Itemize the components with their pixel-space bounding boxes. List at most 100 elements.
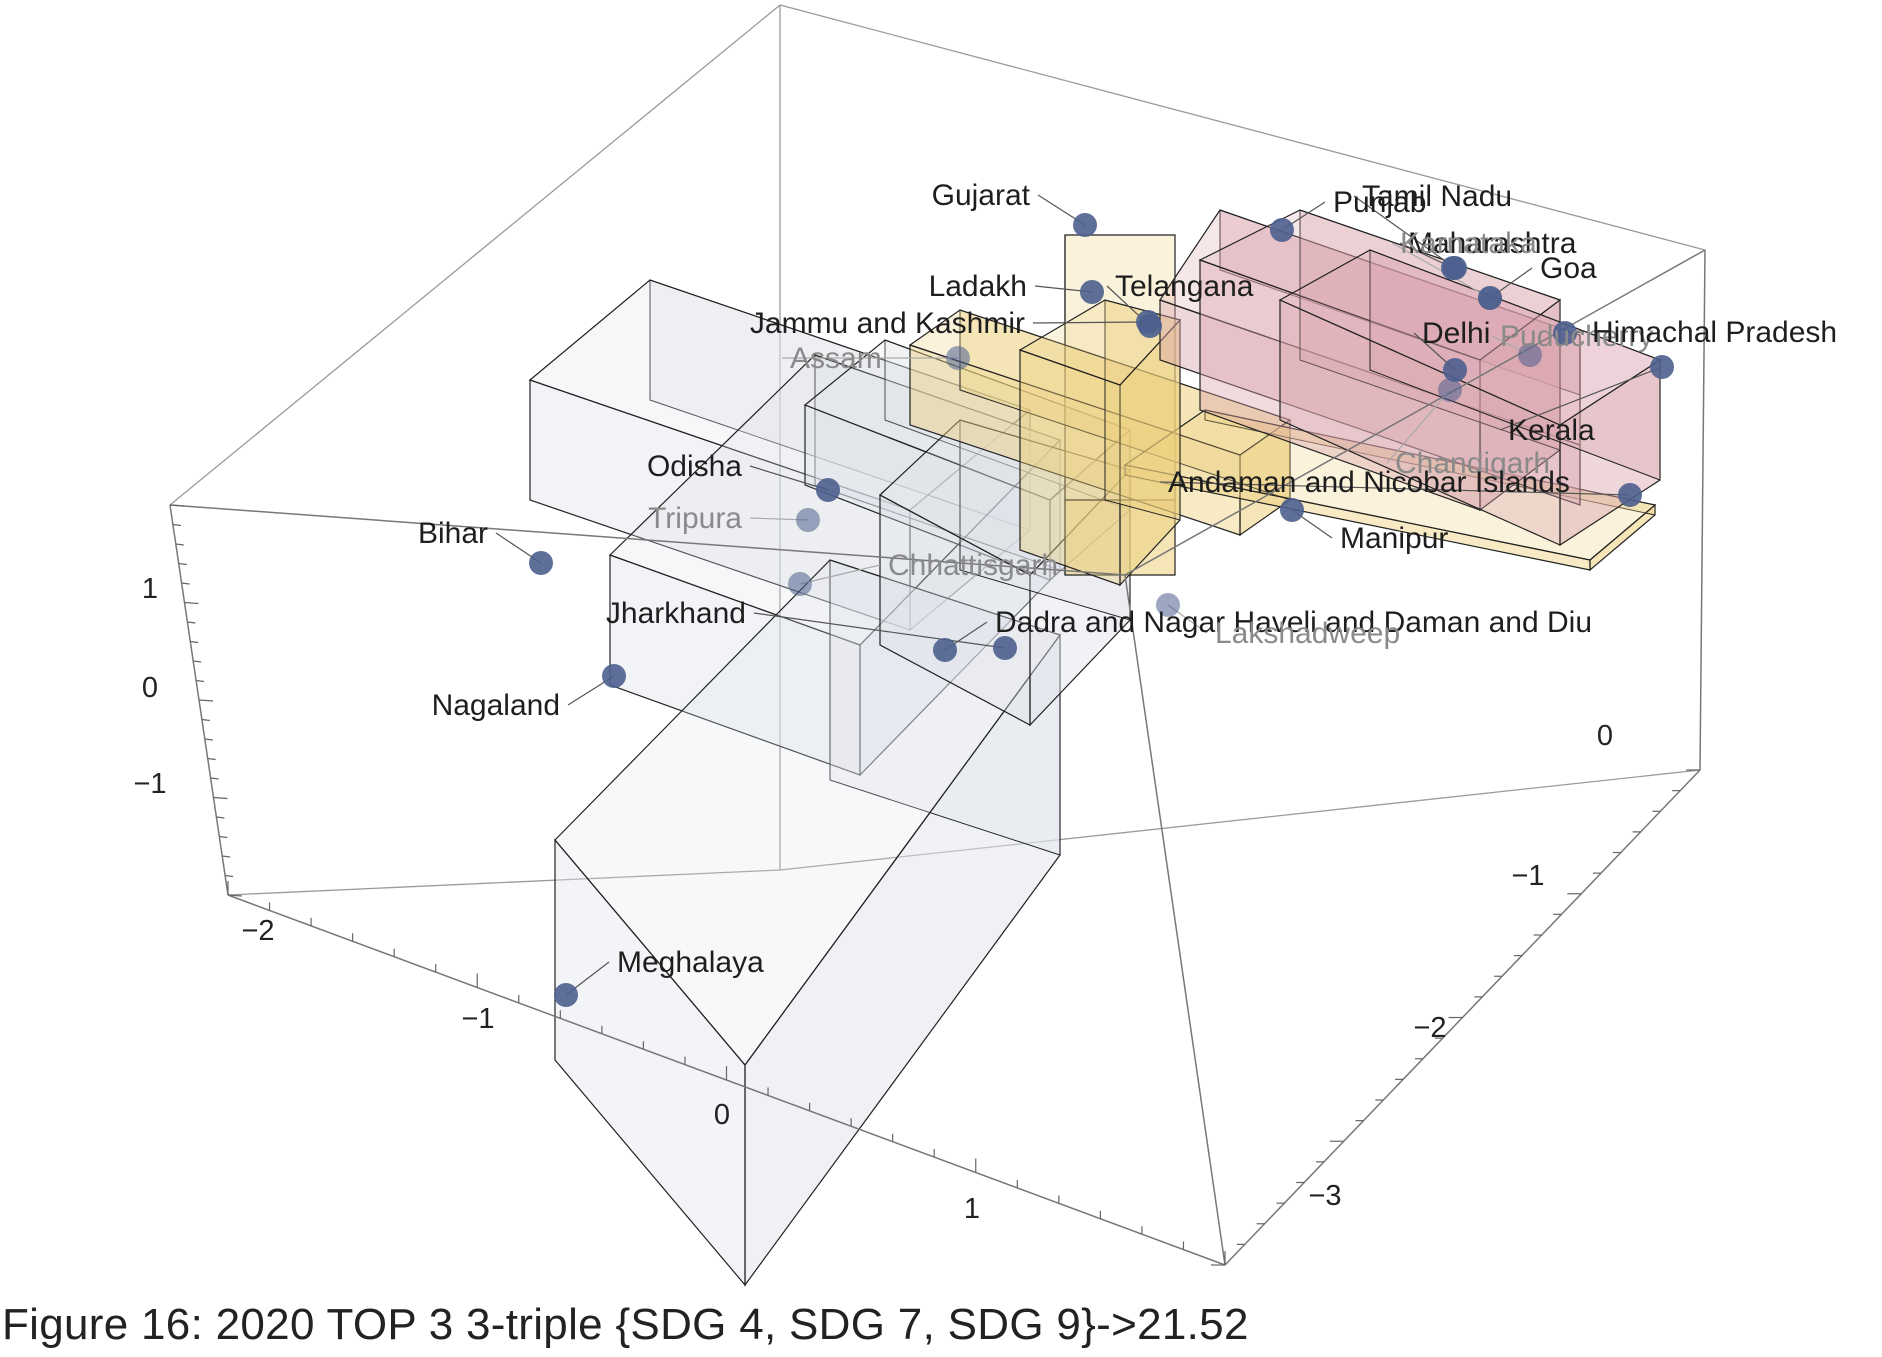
tick-label-left-axis: −2 — [241, 915, 274, 947]
state-label: Maharashtra — [1408, 227, 1577, 260]
tick-label-vertical: 0 — [142, 672, 158, 704]
box-edge-front — [1124, 574, 1226, 1266]
state-point — [1441, 256, 1465, 280]
state-label: Telangana — [1115, 270, 1254, 303]
box-edge-front — [1124, 249, 1706, 576]
state-label: Punjab — [1333, 186, 1426, 219]
state-box — [608, 354, 1062, 777]
state-label: Gujarat — [932, 179, 1031, 212]
state-label: Chandigarh — [1395, 447, 1550, 480]
state-point — [796, 508, 820, 532]
state-label: Andaman and Nicobar Islands — [1168, 466, 1570, 499]
tick-mark — [225, 874, 234, 878]
state-points — [529, 213, 1674, 1007]
box-edge-front — [1699, 249, 1706, 771]
tick-mark — [216, 816, 225, 819]
state-label: Kerala — [1508, 414, 1595, 447]
label-leader — [799, 564, 881, 585]
box-edge-front — [169, 504, 1126, 576]
tick-label-left-axis: 1 — [964, 1193, 980, 1225]
state-point — [1156, 593, 1180, 617]
state-point — [816, 478, 840, 502]
state-label: Tamil Nadu — [1362, 180, 1512, 213]
state-label: Dadra and Nagar Haveli and Daman and Diu — [995, 606, 1592, 639]
tick-mark — [187, 621, 196, 624]
tick-mark — [207, 757, 216, 761]
state-point — [1270, 218, 1294, 242]
state-label: Manipur — [1340, 522, 1448, 555]
label-leader — [1353, 195, 1456, 269]
tick-label-right-axis: 0 — [1597, 720, 1613, 752]
figure-caption: Figure 16: 2020 TOP 3 3-triple {SDG 4, S… — [2, 1300, 1249, 1349]
tick-label-left-axis: −1 — [461, 1003, 494, 1035]
state-label: Puducherry — [1500, 320, 1653, 353]
tick-label-left-axis: 0 — [714, 1099, 730, 1131]
tick-mark — [181, 582, 190, 585]
state-label: Assam — [790, 342, 882, 375]
state-box — [528, 279, 1032, 632]
state-point — [1080, 280, 1104, 304]
state-box — [1018, 299, 1182, 587]
state-label: Odisha — [647, 450, 742, 483]
state-point — [1518, 343, 1542, 367]
box-edge-back — [779, 4, 1706, 251]
state-point — [1553, 321, 1577, 345]
state-label: Bihar — [418, 517, 488, 550]
state-label: Chhattisgarh — [888, 549, 1058, 582]
state-label: Tripura — [648, 502, 742, 535]
box-edge-back — [169, 4, 781, 506]
tick-mark — [193, 660, 202, 663]
label-leader — [1386, 389, 1451, 464]
state-label: Himachal Pradesh — [1592, 316, 1837, 349]
state-point — [946, 346, 970, 370]
state-point — [554, 983, 578, 1007]
state-point — [1443, 358, 1467, 382]
state-label: Meghalaya — [617, 946, 764, 979]
label-leader — [1391, 242, 1491, 299]
state-point — [788, 572, 812, 596]
state-point — [1618, 483, 1642, 507]
label-leader — [1499, 366, 1663, 431]
tick-mark — [213, 796, 228, 800]
state-label: Delhi — [1422, 317, 1490, 350]
state-point — [993, 636, 1017, 660]
state-point — [1280, 498, 1304, 522]
tick-mark — [172, 523, 181, 527]
state-boxes — [528, 209, 1662, 1287]
tick-mark — [196, 679, 205, 683]
tick-mark — [198, 699, 214, 702]
tick-label-right-axis: −1 — [1511, 860, 1544, 892]
tick-label-right-axis: −3 — [1308, 1180, 1341, 1212]
state-label: Nagaland — [432, 689, 560, 722]
state-label: Jammu and Kashmir — [750, 307, 1025, 340]
tick-label-vertical: −1 — [133, 768, 166, 800]
tick-label-vertical: 1 — [142, 573, 158, 605]
label-leader — [753, 612, 1006, 649]
state-point — [1478, 286, 1502, 310]
state-point — [1438, 378, 1462, 402]
tick-mark — [219, 835, 228, 839]
label-leader — [749, 465, 829, 491]
state-point — [933, 638, 957, 662]
tick-mark — [178, 562, 187, 566]
tick-label-right-axis: −2 — [1413, 1012, 1446, 1044]
label-leader — [1159, 481, 1631, 496]
state-label: Ladakh — [929, 270, 1027, 303]
tick-mark — [190, 640, 199, 644]
tick-mark — [201, 718, 210, 722]
state-point — [1138, 314, 1162, 338]
state-box — [554, 559, 1061, 1287]
axis-ticks: 1 0 −1 −2 −1 0 1 0 −1 −2 −3 — [133, 504, 1700, 1266]
state-label: Jharkhand — [606, 597, 746, 630]
tick-mark — [169, 504, 185, 507]
state-point — [529, 551, 553, 575]
tick-mark — [222, 855, 231, 858]
tick-mark — [204, 738, 213, 741]
state-box — [1198, 209, 1562, 512]
tick-mark — [227, 894, 243, 897]
box-edge-back — [227, 869, 781, 896]
state-label: Karnataka — [1400, 227, 1537, 260]
state-point — [1073, 213, 1097, 237]
